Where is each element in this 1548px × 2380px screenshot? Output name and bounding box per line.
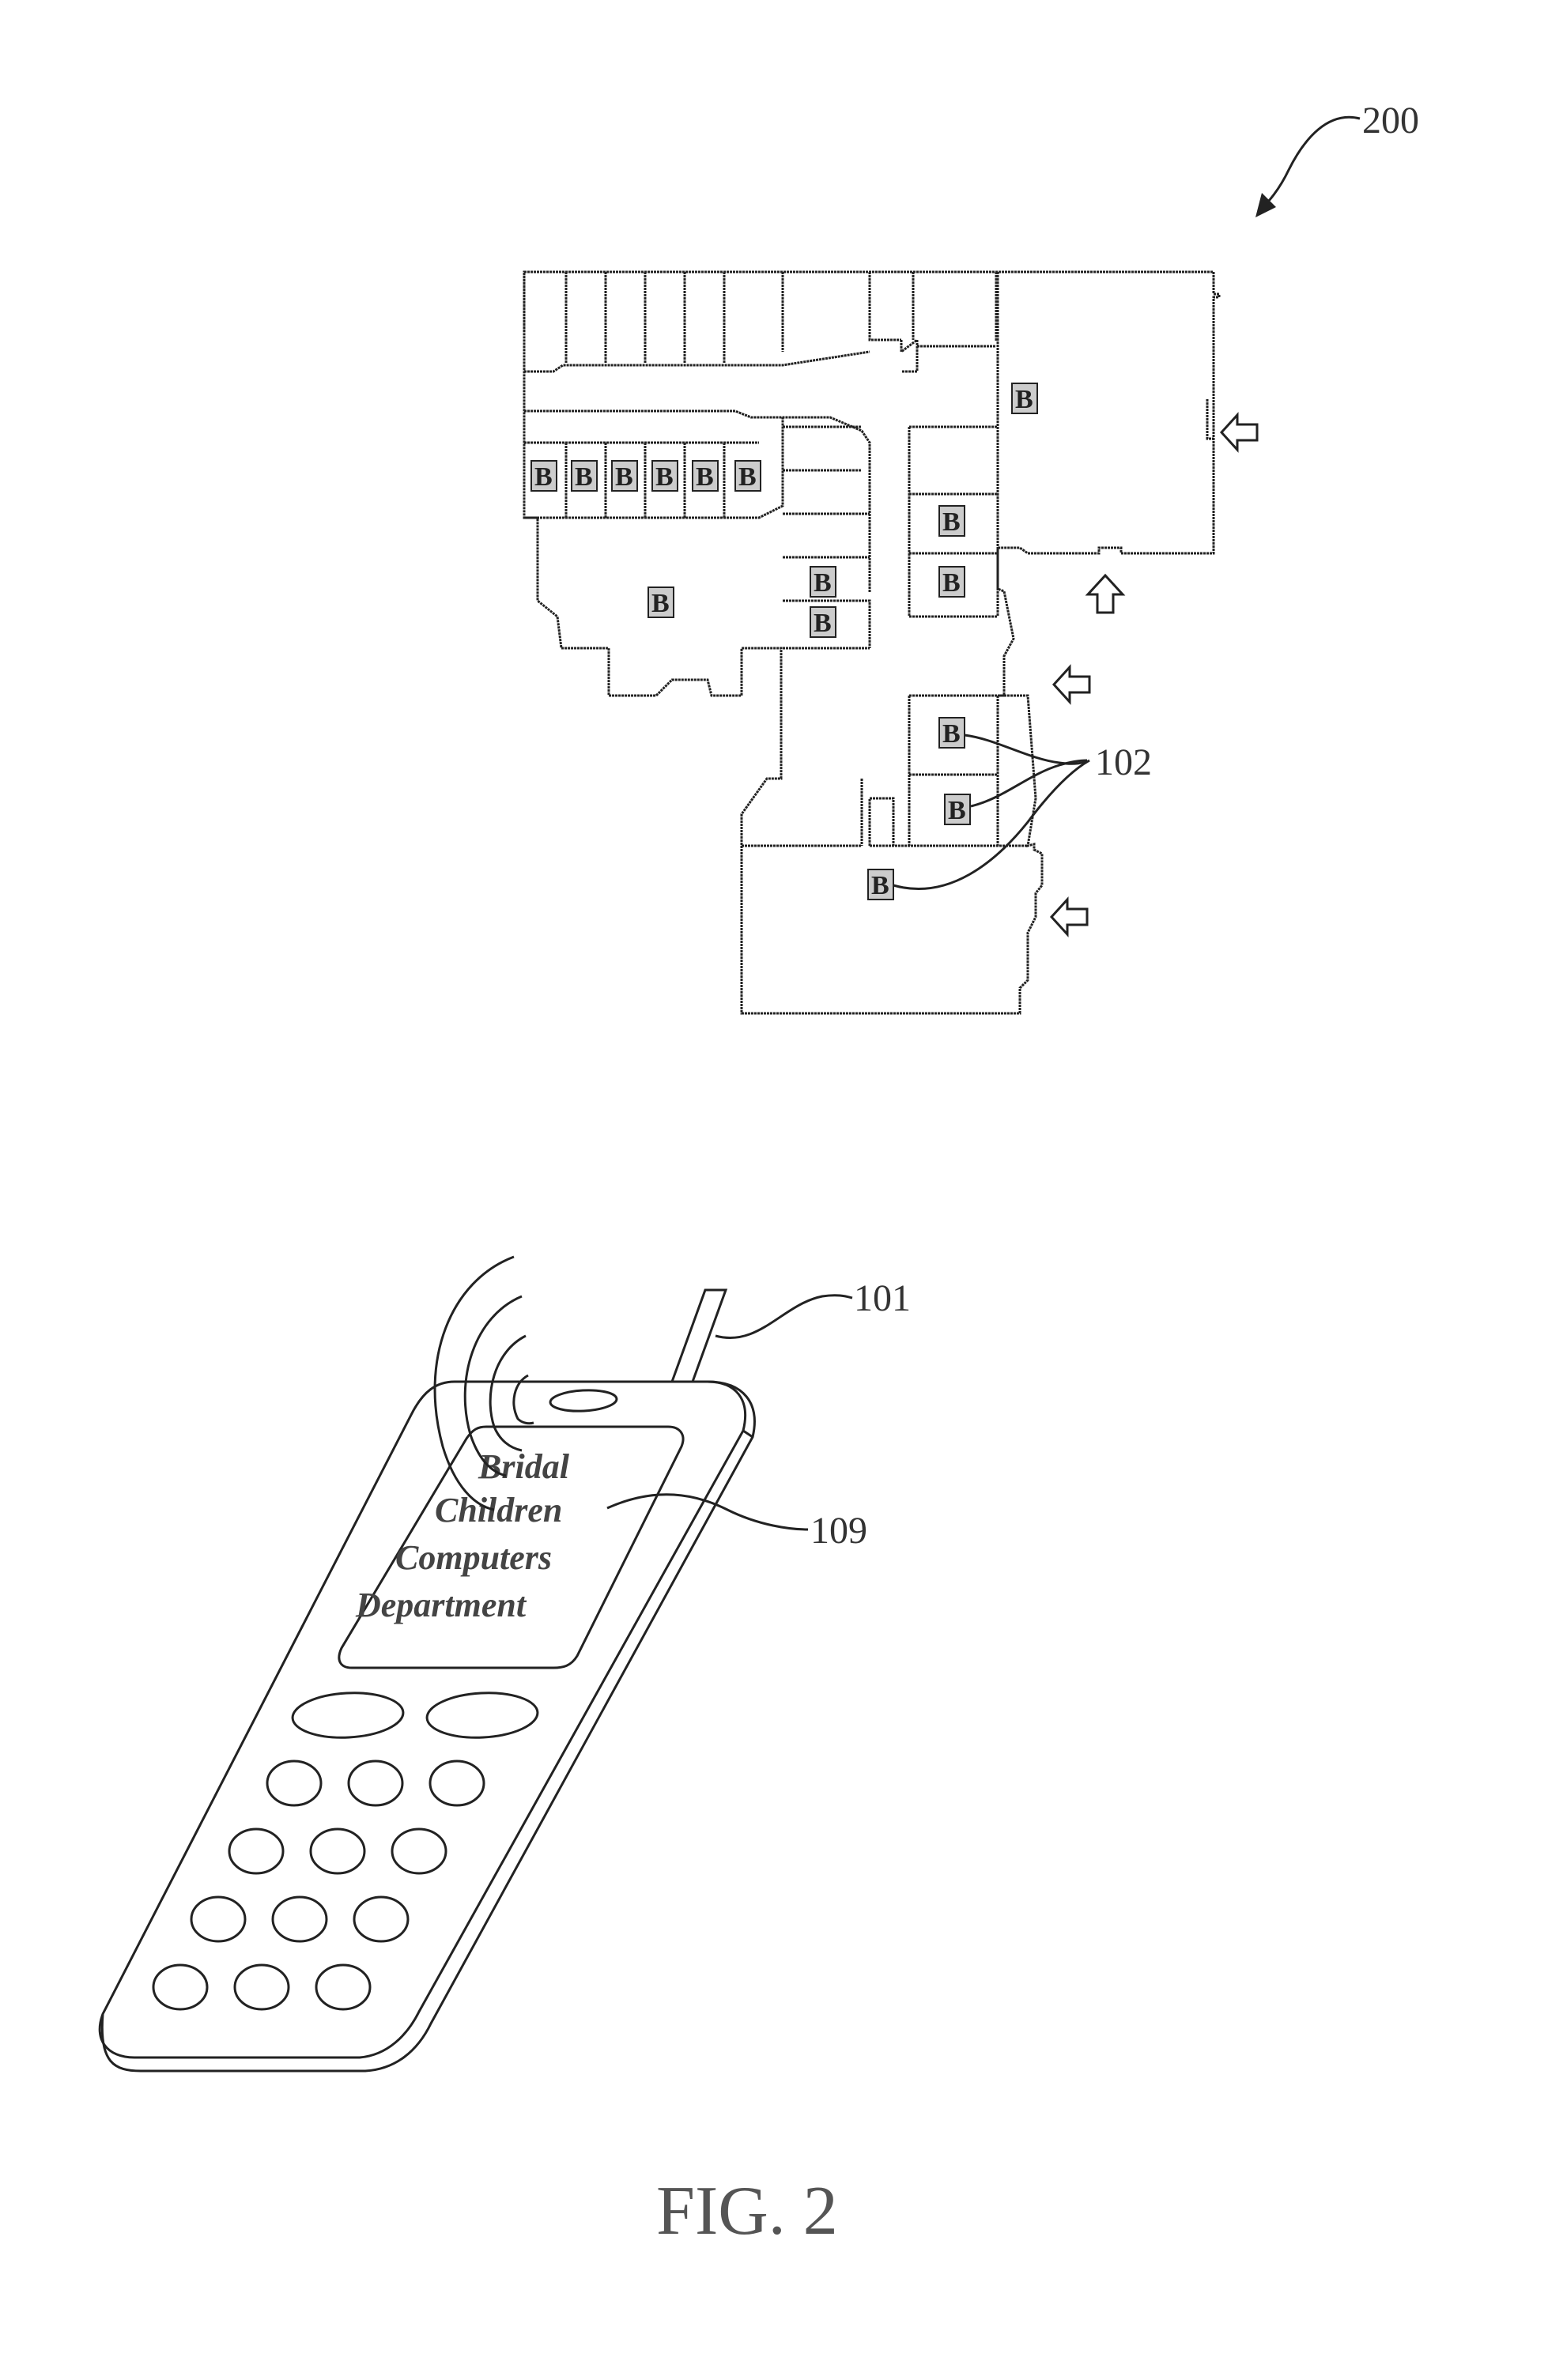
beacon: B bbox=[530, 460, 557, 492]
svg-text:B: B bbox=[575, 462, 593, 492]
svg-text:B: B bbox=[814, 609, 832, 638]
keypad bbox=[152, 1760, 485, 2011]
ref-109-label: 109 bbox=[810, 1510, 867, 1552]
beacon: B bbox=[571, 460, 598, 492]
svg-text:B: B bbox=[942, 719, 961, 749]
figure-caption: FIG. 2 bbox=[656, 2173, 838, 2250]
beacon: B bbox=[938, 566, 965, 598]
beacon: B bbox=[810, 606, 836, 638]
beacons: B B B B B B B B B B B B B B B bbox=[530, 383, 1038, 900]
arrow-left-entrance-3-icon bbox=[1049, 896, 1089, 937]
phone-body bbox=[98, 1380, 747, 2059]
screen-line-children: Children bbox=[435, 1491, 562, 1529]
soft-key-right-button bbox=[425, 1692, 539, 1739]
keypad-key bbox=[315, 1963, 372, 2011]
arrow-left-entrance-2-icon bbox=[1052, 664, 1091, 705]
svg-text:B: B bbox=[1015, 385, 1033, 414]
beacon: B bbox=[810, 566, 836, 598]
svg-text:B: B bbox=[871, 871, 889, 900]
ref-109-callout: 109 bbox=[606, 1493, 867, 1552]
arrow-up-entrance-icon bbox=[1085, 573, 1126, 614]
keypad-key bbox=[353, 1895, 410, 1943]
beacon: B bbox=[734, 460, 761, 492]
beacon: B bbox=[938, 717, 965, 749]
keypad-key bbox=[271, 1895, 328, 1943]
floor-plan bbox=[523, 270, 1221, 1015]
keypad-key bbox=[228, 1827, 285, 1875]
beacon: B bbox=[648, 587, 674, 618]
beacon: B bbox=[611, 460, 638, 492]
ref-102-callout: 102 bbox=[893, 734, 1152, 890]
ref-200-label: 200 bbox=[1362, 100, 1419, 141]
keypad-key bbox=[152, 1963, 209, 2011]
signal-waves-icon bbox=[433, 1255, 534, 1511]
svg-text:B: B bbox=[651, 589, 670, 618]
beacon: B bbox=[938, 505, 965, 537]
screen-line-computers: Computers bbox=[395, 1538, 552, 1577]
keypad-key bbox=[347, 1760, 404, 1807]
svg-text:B: B bbox=[738, 462, 757, 492]
floor-plan-outline bbox=[523, 270, 1221, 1015]
svg-text:B: B bbox=[534, 462, 553, 492]
keypad-key bbox=[391, 1827, 447, 1875]
keypad-key bbox=[266, 1760, 323, 1807]
keypad-key bbox=[190, 1895, 247, 1943]
screen-line-bridal: Bridal bbox=[478, 1447, 570, 1486]
svg-text:B: B bbox=[814, 568, 832, 598]
entrance-arrows bbox=[1049, 412, 1259, 937]
ref-200-callout: 200 bbox=[1255, 100, 1419, 217]
svg-text:B: B bbox=[942, 568, 961, 598]
arrow-right-entrance-1-icon bbox=[1219, 412, 1259, 453]
ref-101-label: 101 bbox=[854, 1277, 911, 1319]
beacon: B bbox=[944, 794, 971, 825]
screen-line-department: Department bbox=[355, 1586, 527, 1624]
svg-text:B: B bbox=[615, 462, 633, 492]
svg-text:B: B bbox=[942, 507, 961, 537]
beacon: B bbox=[651, 460, 678, 492]
keypad-key bbox=[233, 1963, 290, 2011]
svg-text:B: B bbox=[948, 796, 966, 825]
soft-key-left-button bbox=[291, 1692, 405, 1739]
svg-text:B: B bbox=[655, 462, 674, 492]
beacon: B bbox=[1011, 383, 1038, 414]
beacon: B bbox=[692, 460, 719, 492]
keypad-key bbox=[309, 1827, 366, 1875]
mobile-phone: Bridal Children Computers Department bbox=[98, 1255, 756, 2073]
svg-text:B: B bbox=[696, 462, 714, 492]
ref-102-label: 102 bbox=[1095, 741, 1152, 783]
ref-101-callout: 101 bbox=[715, 1277, 911, 1339]
earpiece bbox=[549, 1389, 618, 1413]
keypad-key bbox=[429, 1760, 485, 1807]
beacon: B bbox=[867, 869, 894, 900]
